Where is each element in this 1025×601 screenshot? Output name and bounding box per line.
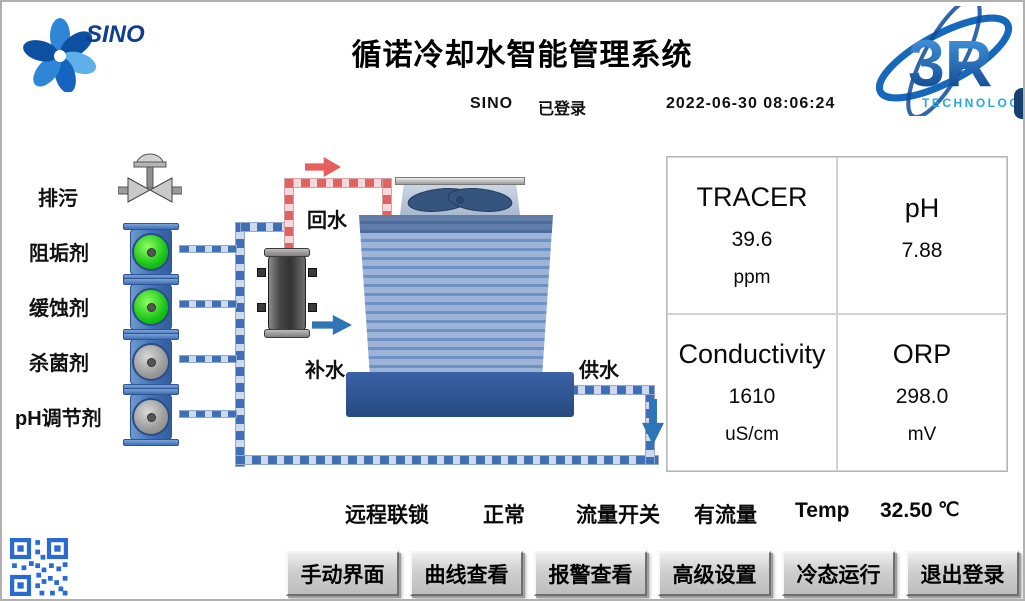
tower-fan-deck <box>395 177 525 185</box>
status-interlock-value: 正常 <box>483 504 525 527</box>
scale-inhibitor-pipe <box>179 245 237 253</box>
datetime: 2022-06-30 08:06:24 <box>666 95 836 112</box>
status-flow-value: 有流量 <box>694 504 757 527</box>
corrosion-inhibitor-pump <box>123 278 179 336</box>
label-ph-adjuster: pH调节剂 <box>15 408 102 430</box>
label-corrosion-inhibitor: 缓蚀剂 <box>29 298 89 320</box>
reading-value: 298.0 <box>895 385 949 408</box>
biocide-pipe <box>179 355 237 363</box>
page-title: 循诺冷却水智能管理系统 <box>351 39 693 72</box>
status-temp-value: 32.50 <box>880 499 933 522</box>
advanced-settings-button[interactable]: 高级设置 <box>658 551 771 596</box>
label-biocide: 杀菌剂 <box>29 353 89 375</box>
alarm-view-button[interactable]: 报警查看 <box>534 551 647 596</box>
cooling-tower-basin <box>346 372 574 417</box>
sino-logo: SINO <box>23 18 145 92</box>
dosing-top-branch-pipe <box>240 222 288 232</box>
status-flow-label: 流量开关 <box>576 504 660 527</box>
reading-value: 7.88 <box>901 239 943 262</box>
status-temp-unit: ℃ <box>938 500 960 521</box>
cold-run-button[interactable]: 冷态运行 <box>782 551 895 596</box>
reading-unit: uS/cm <box>725 424 779 445</box>
reading-label: Conductivity <box>678 339 826 369</box>
curve-view-button[interactable]: 曲线查看 <box>410 551 523 596</box>
nav-buttons: 手动界面 曲线查看 报警查看 高级设置 冷态运行 退出登录 <box>286 551 1019 596</box>
status-temp-label: Temp <box>795 499 850 522</box>
makeup-water-arrow-icon <box>312 315 352 335</box>
reading-value: 1610 <box>728 385 776 408</box>
svg-text:SINO: SINO <box>86 21 145 48</box>
supply-pipe <box>568 385 655 395</box>
reading-unit: mV <box>907 424 937 445</box>
ph-adjuster-pipe <box>179 410 237 418</box>
biocide-pump <box>123 333 179 391</box>
scale-inhibitor-pump <box>123 223 179 281</box>
sensor-assembly <box>257 248 317 338</box>
corner-badge <box>1014 88 1023 119</box>
status-interlock-label: 远程联锁 <box>345 504 429 527</box>
return-water-left-leg-pipe <box>284 178 294 252</box>
label-scale-inhibitor: 阻垢剂 <box>29 243 89 265</box>
cooling-tower-body <box>359 215 553 373</box>
logout-button[interactable]: 退出登录 <box>906 551 1019 596</box>
login-status: 已登录 <box>538 101 587 118</box>
label-blowdown: 排污 <box>38 188 78 210</box>
dosing-main-pipe <box>235 222 245 467</box>
corrosion-inhibitor-pipe <box>179 300 237 308</box>
readings-panel: TRACER 39.6 ppm pH 7.88 Conductivity 161… <box>666 156 1008 472</box>
reading-unit: ppm <box>733 267 771 288</box>
ph-adjuster-pump <box>123 388 179 446</box>
3r-logo: 3R TECHNOLOGY <box>875 6 1024 116</box>
reading-label: TRACER <box>696 182 808 212</box>
label-makeup-water: 补水 <box>305 360 345 382</box>
reading-cell-ph: pH 7.88 <box>837 157 1007 314</box>
return-water-pipe <box>284 178 392 188</box>
tower-fan-icon <box>407 188 513 212</box>
label-supply-water: 供水 <box>579 360 619 382</box>
reading-cell-tracer: TRACER 39.6 ppm <box>667 157 837 314</box>
bottom-loop-pipe <box>235 455 659 465</box>
manual-screen-button[interactable]: 手动界面 <box>286 551 399 596</box>
reading-cell-orp: ORP 298.0 mV <box>837 314 1007 471</box>
blowdown-valve-icon <box>118 153 182 203</box>
user-name: SINO <box>470 95 514 112</box>
return-water-arrow-icon <box>305 157 341 177</box>
qr-code <box>10 538 68 596</box>
label-return-water: 回水 <box>307 210 347 232</box>
svg-text:TECHNOLOGY: TECHNOLOGY <box>922 96 1024 110</box>
reading-value: 39.6 <box>731 228 773 251</box>
svg-text:3R: 3R <box>908 26 992 100</box>
reading-cell-conductivity: Conductivity 1610 uS/cm <box>667 314 837 471</box>
reading-label: ORP <box>892 339 952 369</box>
reading-label: pH <box>904 193 940 223</box>
return-water-right-leg-pipe <box>382 178 392 220</box>
